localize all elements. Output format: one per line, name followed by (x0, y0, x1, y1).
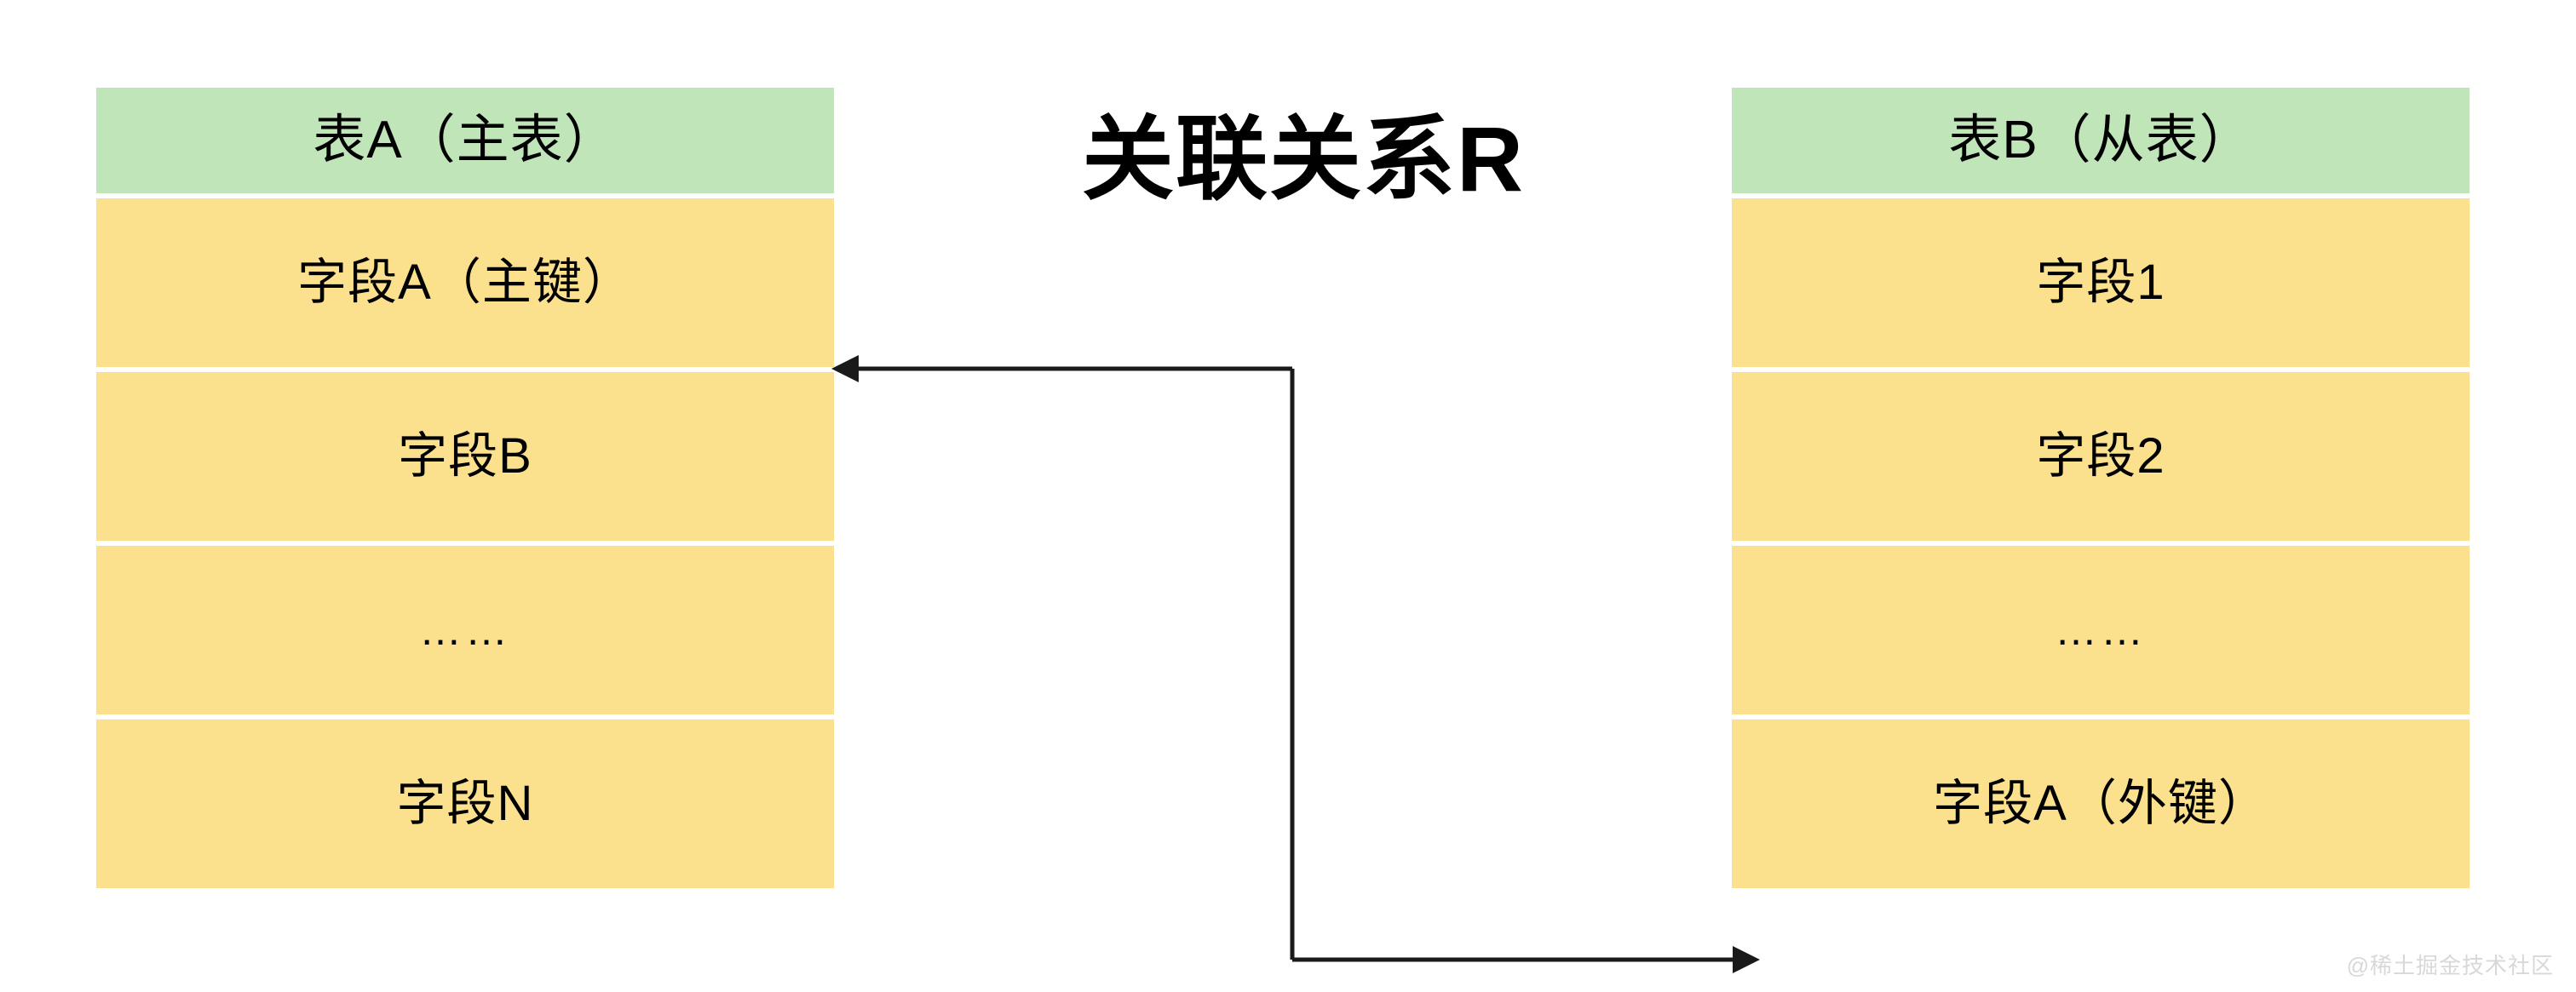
table-b-row-field-1: 字段1 (1732, 198, 2470, 367)
table-b-row-foreign-key: 字段A（外键） (1732, 720, 2470, 888)
arrow-left-icon (831, 355, 859, 382)
table-a: 表A（主表） 字段A（主键） 字段B …… 字段N (96, 88, 834, 888)
table-a-row-primary-key: 字段A（主键） (96, 198, 834, 367)
table-a-row-field-b: 字段B (96, 372, 834, 541)
table-a-row-ellipsis: …… (96, 546, 834, 714)
table-b-row-ellipsis: …… (1732, 546, 2470, 714)
arrow-right-icon (1733, 946, 1760, 973)
table-b-row-field-2: 字段2 (1732, 372, 2470, 541)
table-a-row-field-n: 字段N (96, 720, 834, 888)
watermark: @稀土掘金技术社区 (2346, 953, 2554, 978)
relation-connector (831, 355, 1760, 973)
table-b: 表B（从表） 字段1 字段2 …… 字段A（外键） (1732, 88, 2470, 888)
table-b-header: 表B（从表） (1732, 88, 2470, 193)
relation-title: 关联关系R (1082, 107, 1525, 210)
table-a-header: 表A（主表） (96, 88, 834, 193)
